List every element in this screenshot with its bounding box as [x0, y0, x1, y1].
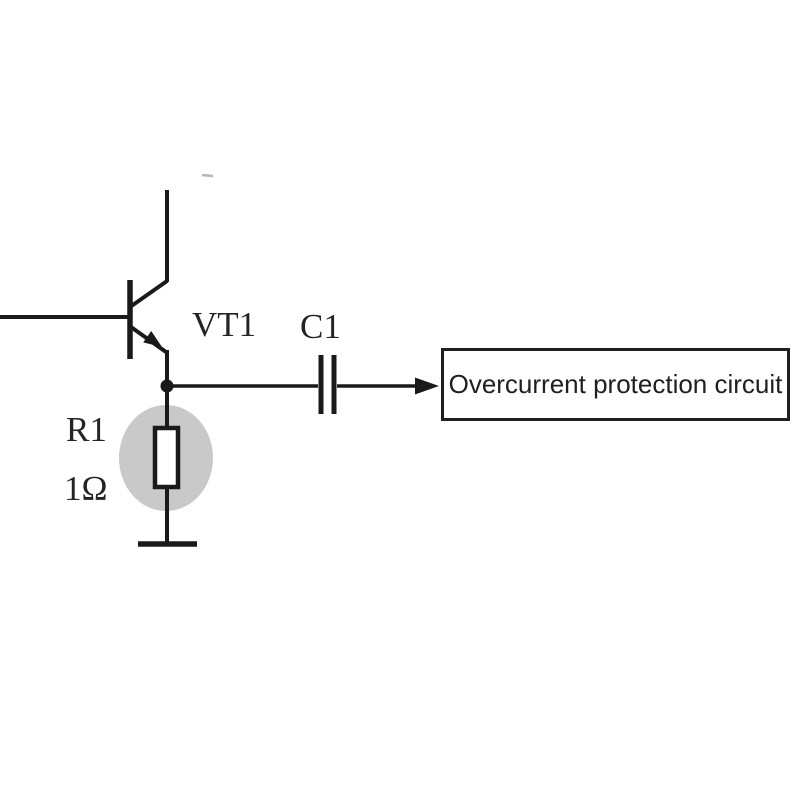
emitter-arrow-icon [143, 331, 162, 347]
resistor-value-label: 1Ω [64, 469, 108, 508]
resistor-icon [152, 425, 181, 490]
resistor-name-label: R1 [66, 410, 107, 449]
overcurrent-protection-box-label: Overcurrent protection circuit [448, 369, 783, 399]
arrow-icon [415, 377, 439, 395]
artifact-dash [201, 173, 214, 178]
capacitor-icon [318, 355, 337, 414]
transistor-icon [0, 190, 169, 390]
transistor-label: VT1 [192, 305, 257, 344]
overcurrent-protection-box: Overcurrent protection circuit [441, 348, 790, 421]
collector-diagonal [128, 279, 169, 309]
capacitor-label: C1 [300, 307, 341, 346]
